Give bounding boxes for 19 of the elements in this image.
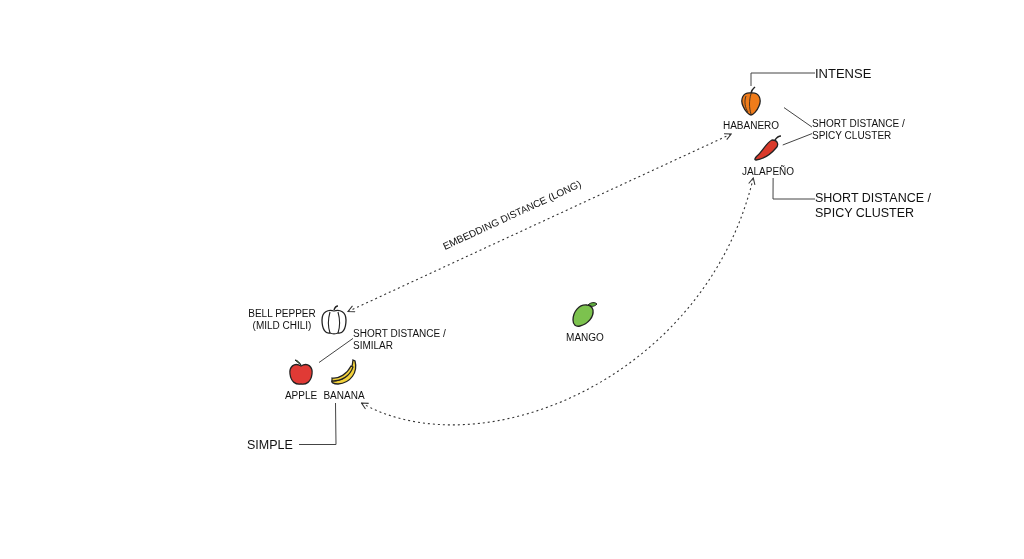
dotted-arrow: [360, 177, 755, 426]
leader-line: [783, 107, 813, 128]
leader-line: [318, 337, 354, 363]
fruit-label: BELL PEPPER (MILD CHILI): [248, 308, 316, 332]
callout-label: SIMPLE: [247, 436, 299, 453]
leader-line: [298, 402, 337, 445]
fruit-label: HABANERO: [722, 120, 780, 132]
fruit-label: MANGO: [566, 332, 604, 344]
fruit-label: JALAPEÑO: [741, 166, 795, 178]
leader-line: [772, 177, 816, 200]
callout-label: SHORT DISTANCE / SPICY CLUSTER: [812, 118, 924, 144]
callout-label: SHORT DISTANCE / SIMILAR: [353, 328, 457, 354]
fruit-label: APPLE: [284, 390, 318, 402]
callout-label: SHORT DISTANCE / SPICY CLUSTER: [815, 191, 939, 223]
fruit-label: BANANA: [323, 390, 365, 402]
callout-label: INTENSE: [815, 64, 879, 82]
leader-line: [750, 72, 816, 87]
leader-line: [782, 133, 813, 146]
dotted-arrow: [347, 133, 732, 313]
